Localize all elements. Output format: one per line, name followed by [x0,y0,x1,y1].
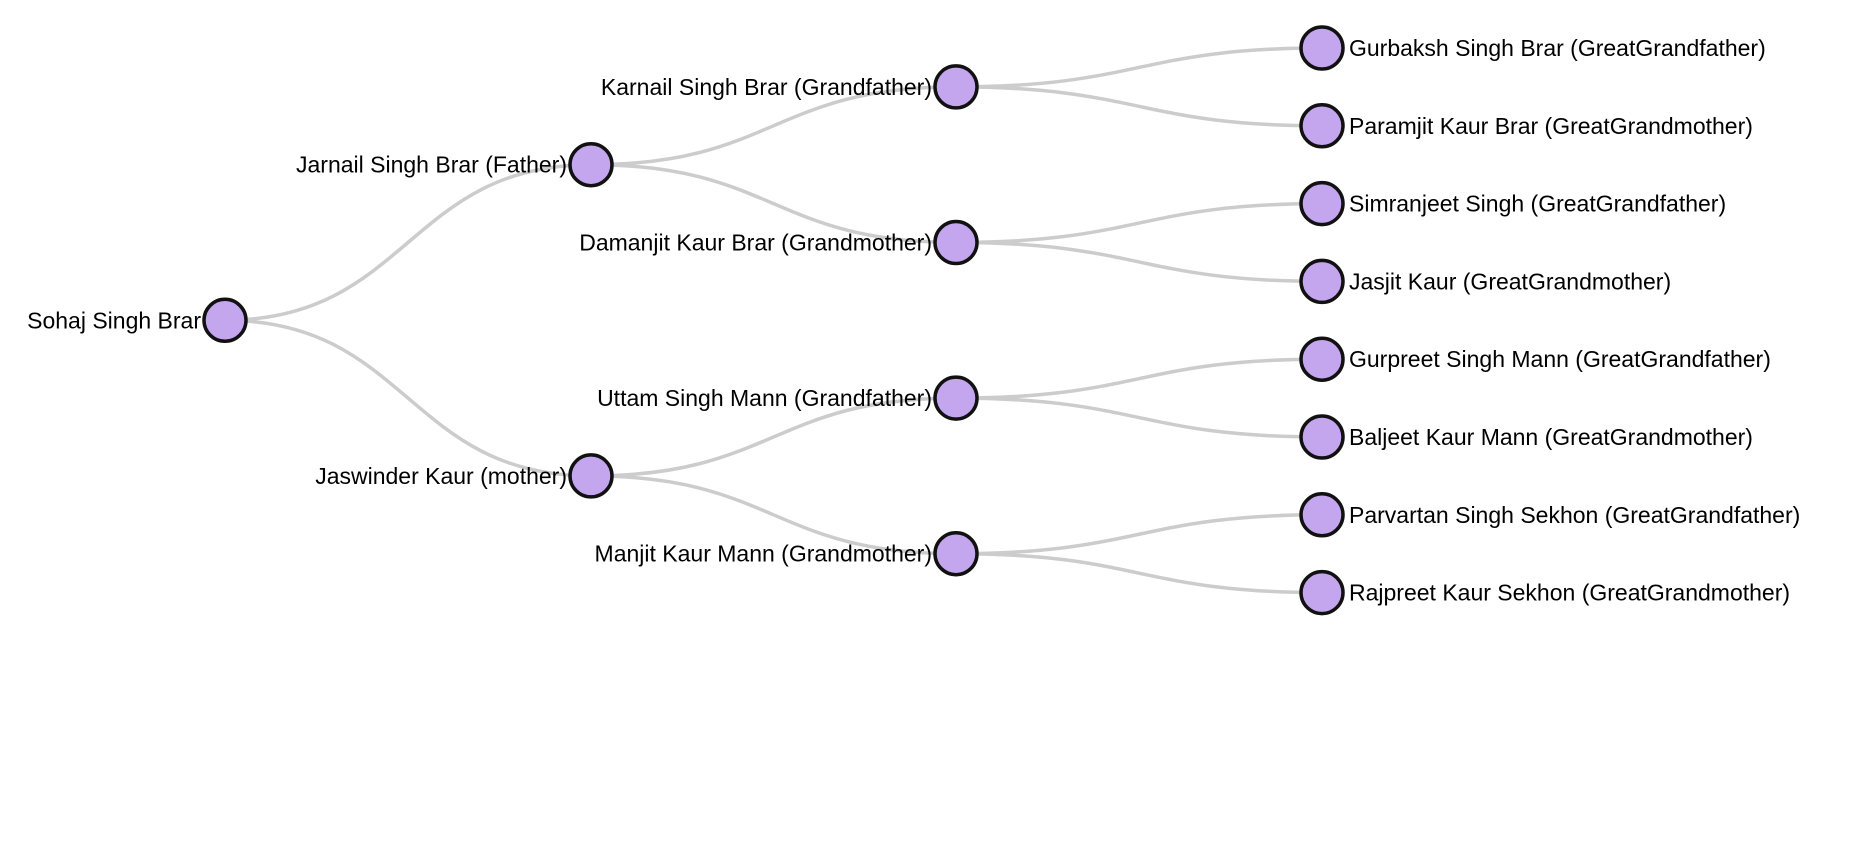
tree-node[interactable]: Gurpreet Singh Mann (GreatGrandfather) [1299,336,1771,382]
node-label: Uttam Singh Mann (Grandfather) [597,385,932,411]
tree-link [955,85,1323,128]
tree-node[interactable]: Karnail Singh Brar (Grandfather) [601,64,979,110]
node-label: Rajpreet Kaur Sekhon (GreatGrandmother) [1349,580,1790,606]
node-circle[interactable] [1299,258,1345,305]
tree-link [955,357,1323,400]
tree-link [590,162,957,245]
node-circle[interactable] [1299,103,1345,149]
node-circle[interactable] [933,530,979,577]
tree-link [955,396,1323,439]
node-circle[interactable] [568,141,614,188]
tree-link [955,46,1323,89]
node-label: Jarnail Singh Brar (Father) [296,152,567,178]
tree-node[interactable]: Parvartan Singh Sekhon (GreatGrandfather… [1299,492,1800,538]
tree-node[interactable]: Simranjeet Singh (GreatGrandfather) [1299,180,1726,227]
node-circle[interactable] [1299,336,1345,382]
node-label: Parvartan Singh Sekhon (GreatGrandfather… [1349,502,1800,528]
node-label: Manjit Kaur Mann (Grandmother) [595,541,932,567]
tree-link [955,201,1323,245]
node-circle[interactable] [933,64,979,110]
tree-node[interactable]: Baljeet Kaur Mann (GreatGrandmother) [1299,414,1753,460]
tree-link [590,85,957,167]
tree-link [955,240,1323,284]
node-label: Gurbaksh Singh Brar (GreatGrandfather) [1349,35,1766,61]
node-circle[interactable] [1299,569,1345,616]
tree-node[interactable]: Sohaj Singh Brar [27,297,248,344]
node-label: Damanjit Kaur Brar (Grandmother) [579,230,932,256]
tree-link [590,396,957,478]
node-circle[interactable] [1299,180,1345,227]
node-circle[interactable] [1299,25,1345,71]
node-label: Paramjit Kaur Brar (GreatGrandmother) [1349,113,1753,139]
node-label: Sohaj Singh Brar [27,307,201,333]
tree-node[interactable]: Gurbaksh Singh Brar (GreatGrandfather) [1299,25,1766,71]
tree-nodes: Gurbaksh Singh Brar (GreatGrandfather) Pa… [27,25,1800,616]
node-label: Simranjeet Singh (GreatGrandfather) [1349,191,1726,217]
node-label: Gurpreet Singh Mann (GreatGrandfather) [1349,346,1771,372]
tree-node[interactable]: Damanjit Kaur Brar (Grandmother) [579,219,979,266]
node-circle[interactable] [1299,414,1345,460]
tree-node[interactable]: Uttam Singh Mann (Grandfather) [597,375,979,421]
node-circle[interactable] [202,297,248,344]
tree-node[interactable]: Manjit Kaur Mann (Grandmother) [595,530,979,577]
node-label: Jaswinder Kaur (mother) [315,463,567,489]
tree-node[interactable]: Jarnail Singh Brar (Father) [296,141,614,188]
tree-link [224,162,592,323]
node-circle[interactable] [933,375,979,421]
node-circle[interactable] [568,453,614,499]
node-circle[interactable] [1299,492,1345,538]
node-circle[interactable] [933,219,979,266]
tree-links [224,46,1323,595]
tree-link [590,474,957,556]
node-label: Jasjit Kaur (GreatGrandmother) [1349,268,1671,294]
tree-link [224,318,592,478]
tree-node[interactable]: Jaswinder Kaur (mother) [315,453,614,499]
tree-link [955,551,1323,595]
node-label: Karnail Singh Brar (Grandfather) [601,74,932,100]
tree-node[interactable]: Jasjit Kaur (GreatGrandmother) [1299,258,1671,305]
tree-link [955,513,1323,556]
tree-node[interactable]: Rajpreet Kaur Sekhon (GreatGrandmother) [1299,569,1790,616]
node-label: Baljeet Kaur Mann (GreatGrandmother) [1349,424,1753,450]
tree-node[interactable]: Paramjit Kaur Brar (GreatGrandmother) [1299,103,1753,149]
